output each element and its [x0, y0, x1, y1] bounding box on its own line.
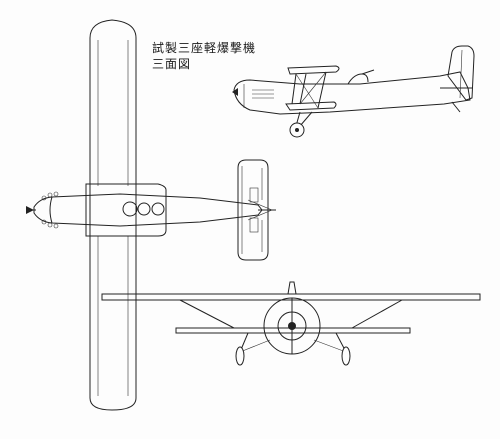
cowling-plan [49, 196, 53, 224]
interplane-strut-mid [299, 73, 307, 105]
vertical-fin-side [447, 45, 475, 101]
interplane-strut-front [291, 73, 297, 105]
wheel-right-front [341, 346, 351, 366]
rudder-hinge-side [459, 49, 463, 99]
interplane-strut-left [179, 299, 235, 329]
propeller-spinner-side [232, 88, 238, 96]
drawing-title: 試製三座軽爆撃機 [152, 41, 257, 55]
fuselage-plan [33, 193, 263, 227]
cockpit-navigator [137, 202, 151, 216]
cockpit-gunner [151, 202, 165, 216]
exhaust-louvres-side [252, 89, 274, 99]
bracing-wire-2 [299, 71, 327, 105]
upper-wing-front [101, 293, 481, 301]
wheel-left-front [235, 346, 245, 366]
tail-skid [451, 101, 461, 113]
engine-cylinders-plan [41, 191, 59, 229]
upper-wing-planform [89, 19, 137, 411]
cockpit-pilot [122, 201, 138, 217]
elevator-tab-upper [249, 187, 259, 203]
main-gear-strut-rear [299, 111, 313, 127]
tail-fin-front [287, 281, 297, 295]
lower-wing-front [175, 327, 411, 334]
drawing-subtitle: 三面図 [152, 57, 192, 71]
lower-wing-side [285, 101, 337, 111]
upper-wing-side [287, 65, 340, 75]
tail-brace-lower [247, 209, 273, 221]
gear-brace-right [313, 339, 347, 353]
tail-brace-upper [247, 199, 273, 211]
elevator-tab-lower [249, 217, 259, 233]
interplane-strut-right [351, 299, 403, 329]
gunner-ring-side [347, 73, 369, 85]
top-view [26, 19, 276, 411]
gear-brace-left [239, 339, 271, 353]
rear-machine-gun [361, 69, 375, 75]
front-view [101, 281, 481, 366]
lower-wing-planform [85, 183, 167, 237]
side-view [232, 45, 475, 138]
main-wheel-hub-side [295, 128, 299, 132]
horizontal-stabilizer-plan [237, 159, 269, 261]
interplane-strut-rear [317, 71, 327, 109]
propeller-spinner-plan [26, 206, 34, 214]
